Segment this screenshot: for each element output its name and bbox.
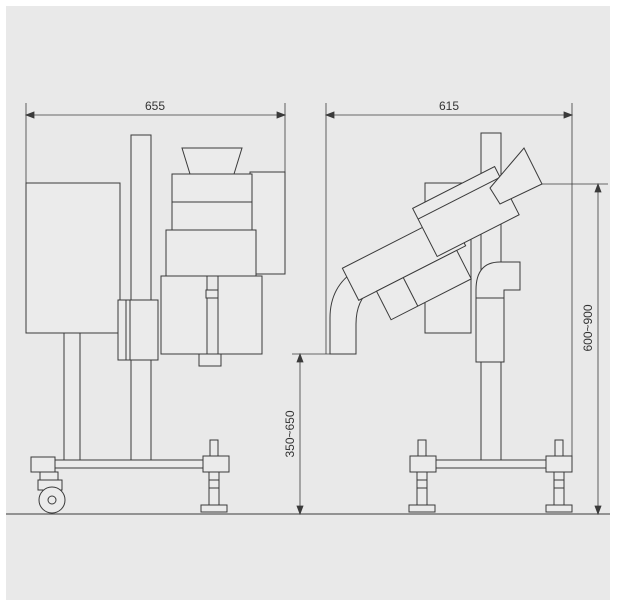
front-head-lower (165, 229, 257, 277)
front-box-stand (63, 332, 81, 461)
front-outlet (198, 353, 222, 367)
front-width-label: 655 (145, 99, 165, 113)
front-level-pad (200, 504, 228, 513)
front-base-left-block (30, 456, 56, 473)
front-clamp (117, 299, 159, 361)
side-level-pad-right (545, 504, 573, 513)
side-clamp (475, 297, 505, 363)
front-hopper (181, 147, 243, 175)
inlet-height-label: 350~650 (283, 410, 297, 457)
front-control-box (25, 182, 121, 334)
front-base-bar (54, 459, 210, 469)
front-base-right-block (202, 455, 230, 473)
side-width-label: 615 (439, 99, 459, 113)
side-height-label: 600~900 (581, 304, 595, 351)
side-base-bar (435, 459, 547, 469)
front-tube-left (160, 275, 208, 355)
side-support-arm (475, 261, 521, 299)
side-level-pad-left (408, 504, 436, 513)
front-tube-right (217, 275, 263, 355)
front-view (25, 134, 286, 514)
side-base-right-block (545, 455, 573, 473)
side-view (329, 132, 573, 513)
front-level-bolt (209, 439, 219, 457)
side-base-left-block (409, 455, 437, 473)
